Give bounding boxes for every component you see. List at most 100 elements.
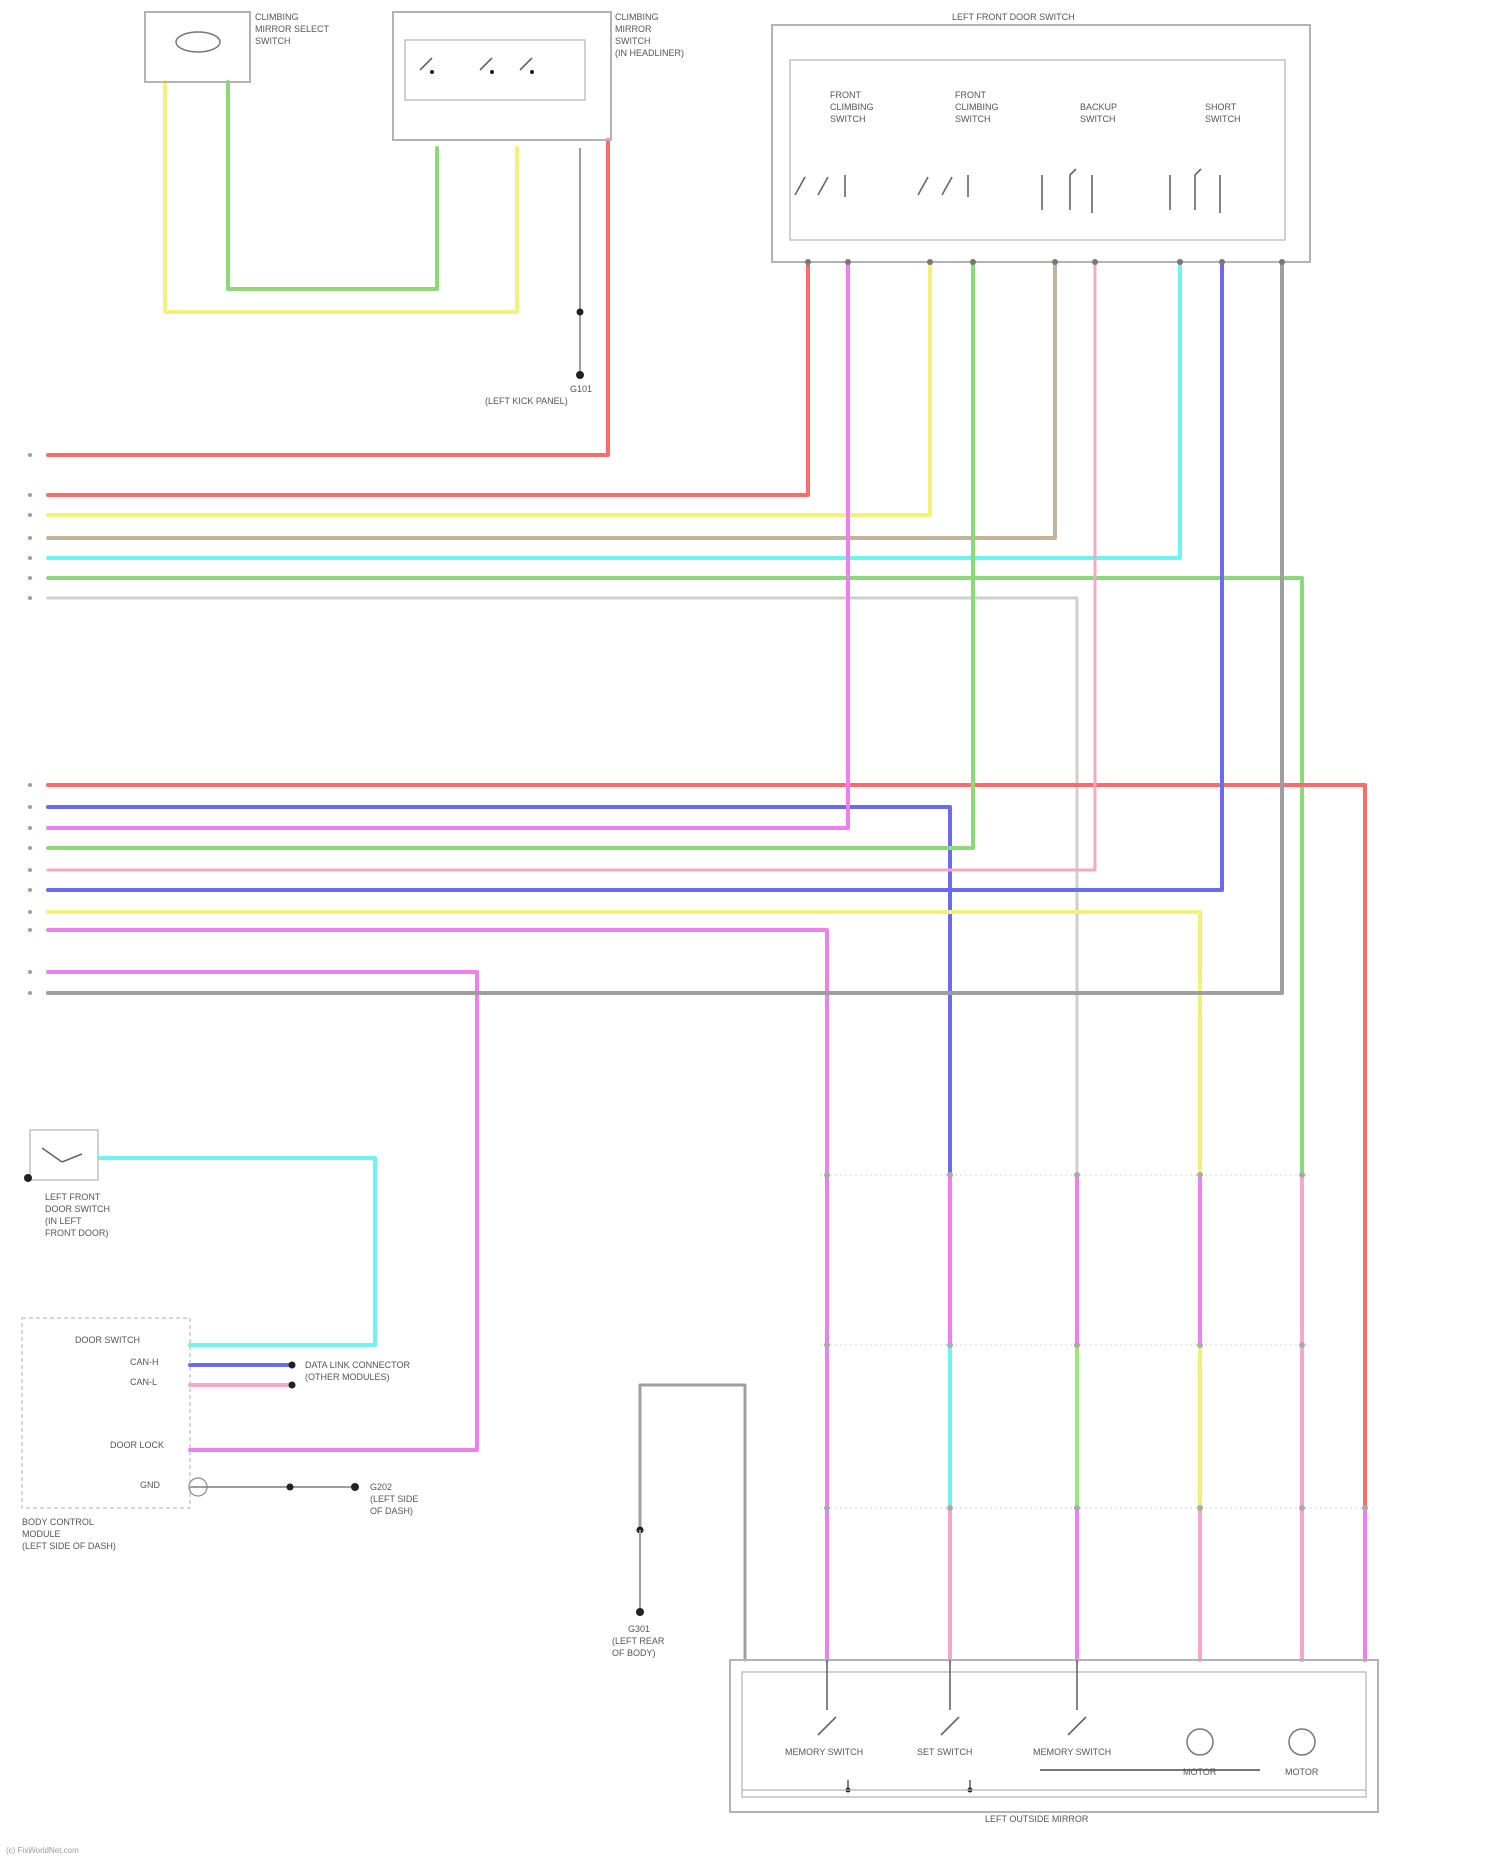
- mirror-switch-label-1: CLIMBING: [615, 12, 659, 22]
- door-lock-switch-housing: [30, 1130, 98, 1180]
- mirror-part-label-4: MOTOR: [1183, 1767, 1217, 1777]
- mirror-switch-assembly: CLIMBING MIRROR SWITCH (IN HEADLINER): [393, 12, 684, 140]
- terminal-dot: [530, 70, 534, 74]
- pin-mark: [28, 970, 32, 974]
- body-control-module: DOOR SWITCH CAN-H CAN-L DOOR LOCK GND DA…: [22, 1318, 418, 1551]
- terminal-dot: [1074, 1342, 1080, 1348]
- group-2-label-2: CLIMBING: [955, 102, 999, 112]
- terminal-dot: [970, 259, 976, 265]
- mirror-part-label-5: MOTOR: [1285, 1767, 1319, 1777]
- group-2-label-1: FRONT: [955, 90, 986, 100]
- door-switch-group-2: FRONT CLIMBING SWITCH: [918, 90, 999, 197]
- bcm-pin-label-3: CAN-L: [130, 1377, 157, 1387]
- door-switch-group-4: SHORT SWITCH: [1170, 102, 1241, 213]
- door-lock-switch: LEFT FRONT DOOR SWITCH (IN LEFT FRONT DO…: [24, 1130, 110, 1238]
- terminal-dot: [1299, 1172, 1305, 1178]
- wire-green-top: [228, 82, 437, 289]
- terminal-dot: [947, 1505, 953, 1511]
- motor-icon: [1187, 1729, 1213, 1755]
- wire-red-top: [48, 140, 608, 455]
- wire-layer: [48, 82, 1365, 1660]
- terminal-dot: [1092, 259, 1098, 265]
- terminal-dot: [1299, 1342, 1305, 1348]
- door-lock-switch-label-1: LEFT FRONT: [45, 1192, 101, 1202]
- mirror-select-switch: CLIMBING MIRROR SELECT SWITCH: [145, 12, 330, 82]
- group-4-label-2: SWITCH: [1205, 114, 1241, 124]
- ground-g202-loc-2: OF DASH): [370, 1506, 413, 1516]
- wire-yellow-1: [48, 262, 930, 515]
- wire-red-long: [48, 785, 1365, 1660]
- mirror-switch-label-2: MIRROR: [615, 24, 652, 34]
- terminal-dot: [1219, 259, 1225, 265]
- can-l-dot: [289, 1382, 296, 1389]
- motor-icon: [1289, 1729, 1315, 1755]
- switch-contact-icon: [420, 58, 532, 70]
- wire-gray-1: [48, 598, 1077, 1660]
- wire-pink-1: [48, 262, 1095, 870]
- pin-mark: [28, 453, 32, 457]
- pin-mark: [28, 536, 32, 540]
- bcm-pin-label-2: CAN-H: [130, 1357, 159, 1367]
- ground-g301: G301 (LEFT REAR OF BODY): [612, 1527, 665, 1659]
- mirror-select-switch-housing: [145, 12, 250, 82]
- bcm-can-note-2: (OTHER MODULES): [305, 1372, 390, 1382]
- terminal-dot: [947, 1342, 953, 1348]
- ground-g301-label: G301: [628, 1624, 650, 1634]
- wire-yellow-2: [48, 912, 1200, 1175]
- door-switch-group-3: BACKUP SWITCH: [1042, 102, 1117, 213]
- ground-icon: [636, 1608, 644, 1616]
- wire-gray-2: [48, 262, 1282, 993]
- group-1-label-1: FRONT: [830, 90, 861, 100]
- terminal-dot: [927, 259, 933, 265]
- switch-contact-icon: [42, 1148, 82, 1162]
- pin-mark: [28, 826, 32, 830]
- terminal-dot: [1279, 259, 1285, 265]
- switch-contact-icon: [1170, 169, 1220, 213]
- pin-mark: [28, 888, 32, 892]
- pin-mark: [28, 805, 32, 809]
- bcm-label-1: BODY CONTROL: [22, 1517, 94, 1527]
- group-1-label-2: CLIMBING: [830, 102, 874, 112]
- mirror-part-label-1: MEMORY SWITCH: [785, 1747, 863, 1757]
- terminal-dot: [1074, 1505, 1080, 1511]
- door-lock-switch-label-4: FRONT DOOR): [45, 1228, 108, 1238]
- terminal-dot: [824, 1342, 830, 1348]
- pin-mark: [28, 783, 32, 787]
- terminal-dot: [824, 1172, 830, 1178]
- terminal-dot: [1197, 1342, 1203, 1348]
- ground-g202-label: G202: [370, 1482, 392, 1492]
- door-lock-switch-label-2: DOOR SWITCH: [45, 1204, 110, 1214]
- group-2-label-3: SWITCH: [955, 114, 991, 124]
- terminal-dot: [805, 259, 811, 265]
- can-h-dot: [289, 1362, 296, 1369]
- switch-contact-icon: [1042, 169, 1092, 213]
- terminal-dot: [1177, 259, 1183, 265]
- ground-g202-loc-1: (LEFT SIDE: [370, 1494, 418, 1504]
- bcm-label-2: MODULE: [22, 1529, 61, 1539]
- bcm-pin-label-1: DOOR SWITCH: [75, 1335, 140, 1345]
- bcm-can-note-1: DATA LINK CONNECTOR: [305, 1360, 411, 1370]
- wire-green-2: [48, 262, 973, 848]
- pin-mark: [28, 910, 32, 914]
- left-door-switch-title: LEFT FRONT DOOR SWITCH: [952, 12, 1075, 22]
- ground-g101-label: G101: [570, 384, 592, 394]
- mirror-select-label-1: CLIMBING: [255, 12, 299, 22]
- footer-credit: (c) FixWorldNet.com: [6, 1846, 79, 1855]
- switch-knob-icon: [176, 32, 220, 52]
- terminal-dot: [845, 259, 851, 265]
- pin-mark: [28, 846, 32, 850]
- group-4-label-1: SHORT: [1205, 102, 1237, 112]
- terminal-dot: [1362, 1505, 1368, 1511]
- ground-icon: [24, 1174, 32, 1182]
- pin-mark: [28, 928, 32, 932]
- mirror-switch-housing: [393, 12, 611, 140]
- wire-pink-2: [48, 972, 477, 1450]
- terminal-dot: [1299, 1505, 1305, 1511]
- pin-mark: [28, 556, 32, 560]
- ground-g301-loc-2: OF BODY): [612, 1648, 656, 1658]
- switch-contact-icon: [941, 1660, 970, 1790]
- wire-yellow-top: [165, 82, 517, 312]
- bcm-pin-label-4: DOOR LOCK: [110, 1440, 164, 1450]
- switch-contact-icon: [795, 175, 845, 197]
